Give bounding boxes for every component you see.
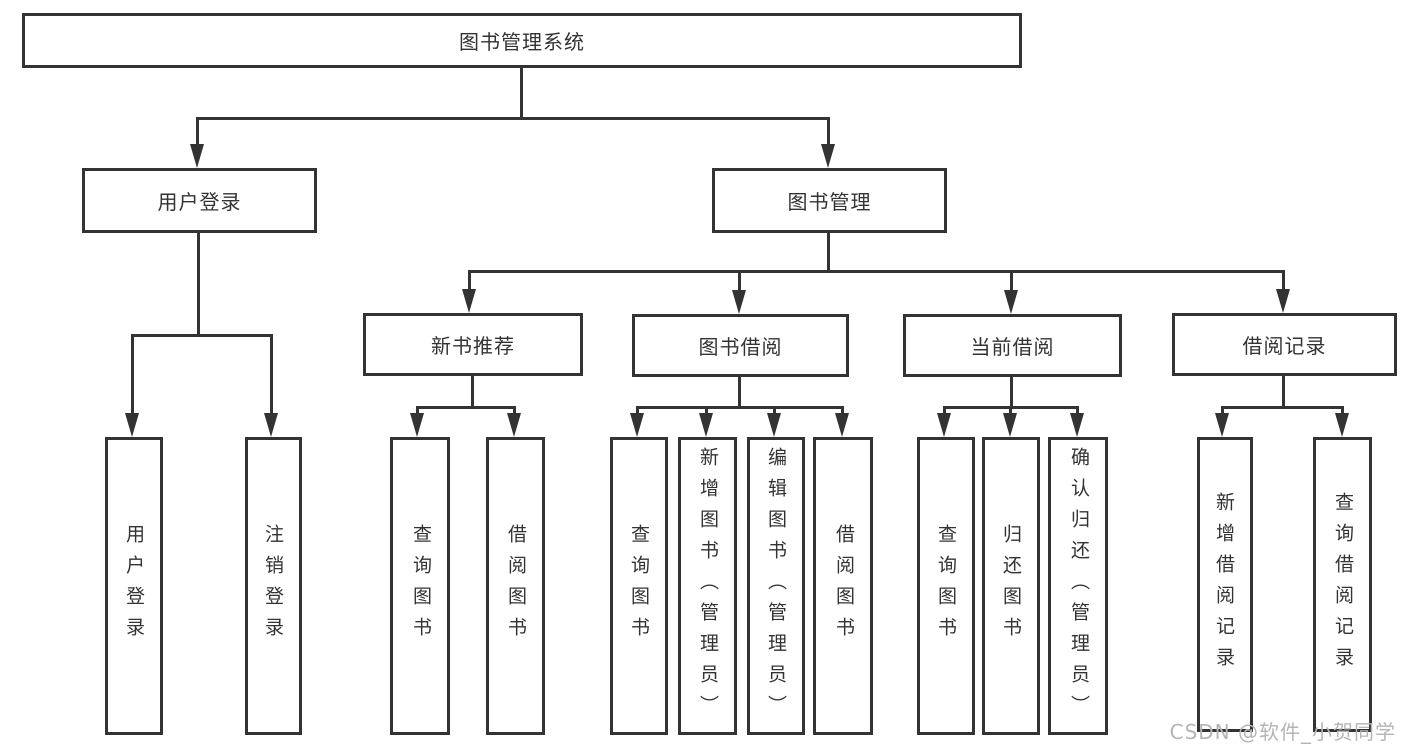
arrow-down-icon	[1276, 289, 1290, 313]
connector-line	[196, 117, 199, 147]
connector-line	[1282, 270, 1285, 292]
leaf-query-borrow-record: 查询借阅记录	[1313, 437, 1372, 732]
connector-line	[416, 406, 516, 409]
connector-line	[841, 406, 844, 414]
arrow-down-icon	[630, 413, 644, 437]
connector-line	[131, 334, 134, 416]
node-current-borrow: 当前借阅	[903, 314, 1122, 377]
connector-line	[636, 406, 844, 409]
arrow-down-icon	[410, 413, 424, 437]
node-book-management: 图书管理	[712, 168, 947, 233]
node-user-login: 用户登录	[82, 168, 317, 233]
arrow-down-icon	[699, 413, 713, 437]
connector-line	[197, 233, 200, 336]
leaf-edit-book-admin: 编辑图书（管理员）	[747, 437, 805, 735]
connector-line	[738, 270, 741, 292]
connector-line	[1009, 406, 1012, 414]
leaf-borrow-book-recommend: 借阅图书	[486, 437, 545, 735]
leaf-query-book-recommend: 查询图书	[390, 437, 450, 735]
connector-line	[1010, 270, 1013, 292]
node-new-book-recommend: 新书推荐	[363, 313, 583, 376]
connector-line	[468, 270, 471, 292]
connector-line	[1341, 406, 1344, 414]
connector-line	[827, 117, 830, 147]
connector-line	[1010, 377, 1013, 408]
arrow-down-icon	[462, 289, 476, 313]
connector-line	[1076, 406, 1079, 414]
arrow-down-icon	[190, 144, 204, 168]
arrow-down-icon	[732, 290, 746, 314]
connector-line	[270, 334, 273, 416]
node-borrow-records: 借阅记录	[1172, 313, 1397, 376]
connector-line	[827, 233, 830, 273]
arrow-down-icon	[125, 413, 139, 437]
connector-line	[1282, 376, 1285, 408]
arrow-down-icon	[1070, 413, 1084, 437]
node-book-borrow: 图书借阅	[632, 314, 849, 377]
arrow-down-icon	[1335, 413, 1349, 437]
leaf-user-login: 用户登录	[105, 437, 163, 735]
connector-line	[416, 406, 419, 414]
arrow-down-icon	[835, 413, 849, 437]
leaf-add-borrow-record: 新增借阅记录	[1197, 437, 1253, 732]
arrow-down-icon	[937, 413, 951, 437]
connector-line	[471, 376, 474, 408]
leaf-query-book-borrow: 查询图书	[610, 437, 668, 735]
leaf-borrow-book: 借阅图书	[813, 437, 873, 735]
connector-line	[705, 406, 708, 414]
connector-line	[738, 377, 741, 408]
connector-line	[773, 406, 776, 414]
leaf-confirm-return-admin: 确认归还（管理员）	[1048, 437, 1108, 735]
leaf-logout: 注销登录	[245, 437, 302, 735]
connector-line	[520, 68, 523, 118]
connector-line	[1221, 406, 1344, 409]
connector-line	[131, 334, 273, 337]
leaf-add-book-admin: 新增图书（管理员）	[678, 437, 737, 735]
connector-line	[468, 270, 1285, 273]
arrow-down-icon	[821, 144, 835, 168]
connector-line	[1221, 406, 1224, 414]
arrow-down-icon	[767, 413, 781, 437]
connector-line	[943, 406, 946, 414]
arrow-down-icon	[1003, 413, 1017, 437]
connector-line	[196, 117, 830, 120]
connector-line	[513, 406, 516, 414]
arrow-down-icon	[264, 413, 278, 437]
leaf-query-book-current: 查询图书	[917, 437, 975, 735]
connector-line	[636, 406, 639, 414]
leaf-return-book: 归还图书	[982, 437, 1040, 735]
arrow-down-icon	[1215, 413, 1229, 437]
node-root-library-system: 图书管理系统	[22, 13, 1022, 68]
arrow-down-icon	[507, 413, 521, 437]
csdn-watermark: CSDN @软件_小贺同学	[1169, 720, 1396, 744]
arrow-down-icon	[1004, 290, 1018, 314]
